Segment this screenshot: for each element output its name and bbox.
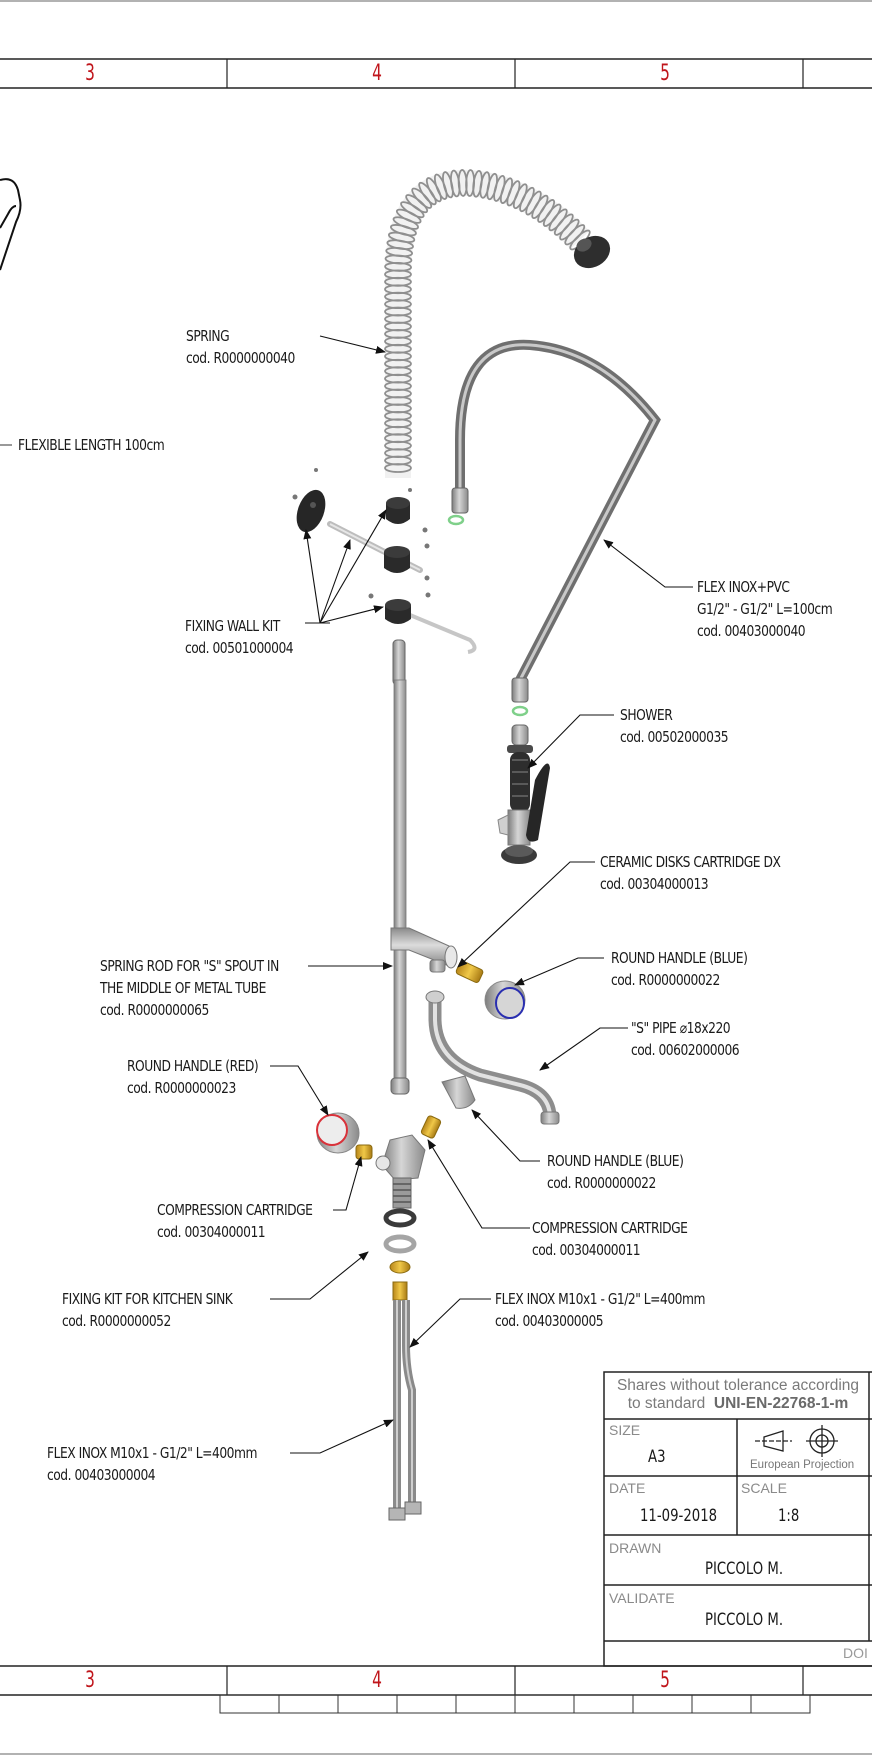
spring-coil <box>384 463 412 473</box>
spring-end-cap <box>573 235 611 269</box>
callout-round-handle-blue-2: ROUND HANDLE (BLUE)cod. R0000000022 <box>547 1152 684 1192</box>
round-handle-red-part <box>316 1112 360 1154</box>
oring-icon <box>447 514 465 526</box>
scale-label: SCALE <box>741 1480 787 1496</box>
zone-label-top-5: 5 <box>660 61 670 86</box>
compression-cartridge-right-part <box>420 1115 442 1139</box>
round-handle-blue-part <box>484 980 526 1020</box>
round-handle-blue-side-part <box>441 1075 476 1109</box>
fixing-nut <box>389 1260 411 1274</box>
tolerance-note: Shares without tolerance according to st… <box>616 1377 860 1412</box>
european-projection-icon <box>755 1425 838 1457</box>
partial-detail-outline <box>0 178 22 271</box>
callout-round-handle-red: ROUND HANDLE (RED)cod. R0000000023 <box>127 1057 259 1097</box>
size-label: SIZE <box>609 1422 641 1438</box>
spring-part <box>385 169 590 478</box>
scale-value: 1:8 <box>778 1506 800 1526</box>
zone-label-bottom-5: 5 <box>660 1668 670 1693</box>
truncated-field-label: DOI <box>843 1645 868 1661</box>
valve-body-part <box>375 1134 426 1209</box>
zone-label-bottom-3: 3 <box>85 1668 95 1693</box>
shower-part <box>497 724 550 864</box>
size-value: A3 <box>648 1447 666 1467</box>
zone-label-top-4: 4 <box>372 61 382 86</box>
spring-coils <box>384 169 591 473</box>
projection-label: European Projection <box>750 1459 855 1471</box>
hose-fitting-bottom <box>511 677 529 703</box>
validate-label: VALIDATE <box>609 1590 675 1606</box>
top-zone-ruler <box>0 58 872 89</box>
zone-label-top-3: 3 <box>85 61 95 86</box>
bottom-zone-ruler <box>0 1665 872 1696</box>
callout-flexible-length: FLEXIBLE LENGTH 100cm <box>18 436 165 454</box>
drawn-value: PICCOLO M. <box>705 1559 784 1579</box>
zone-label-bottom-4: 4 <box>372 1668 382 1693</box>
compression-cartridge-left-part <box>355 1144 373 1160</box>
hose-fitting-top <box>451 487 469 514</box>
washer-grey <box>383 1234 417 1254</box>
scale-bar <box>219 1694 811 1714</box>
date-value: 11-09-2018 <box>640 1506 718 1526</box>
fixing-wall-kit-parts <box>292 468 477 654</box>
main-tube <box>390 639 458 1095</box>
drawn-label: DRAWN <box>609 1540 662 1556</box>
title-block <box>603 1371 872 1667</box>
callout-round-handle-blue-1: ROUND HANDLE (BLUE)cod. R0000000022 <box>611 949 748 989</box>
flex-inox-pvc-hose <box>455 339 661 685</box>
validate-value: PICCOLO M. <box>705 1610 784 1630</box>
flex-hoses-part <box>388 1300 422 1521</box>
ceramic-cartridge-part <box>455 960 484 983</box>
date-label: DATE <box>609 1480 646 1496</box>
washer-black <box>383 1208 417 1228</box>
leader-lines <box>270 335 693 1454</box>
